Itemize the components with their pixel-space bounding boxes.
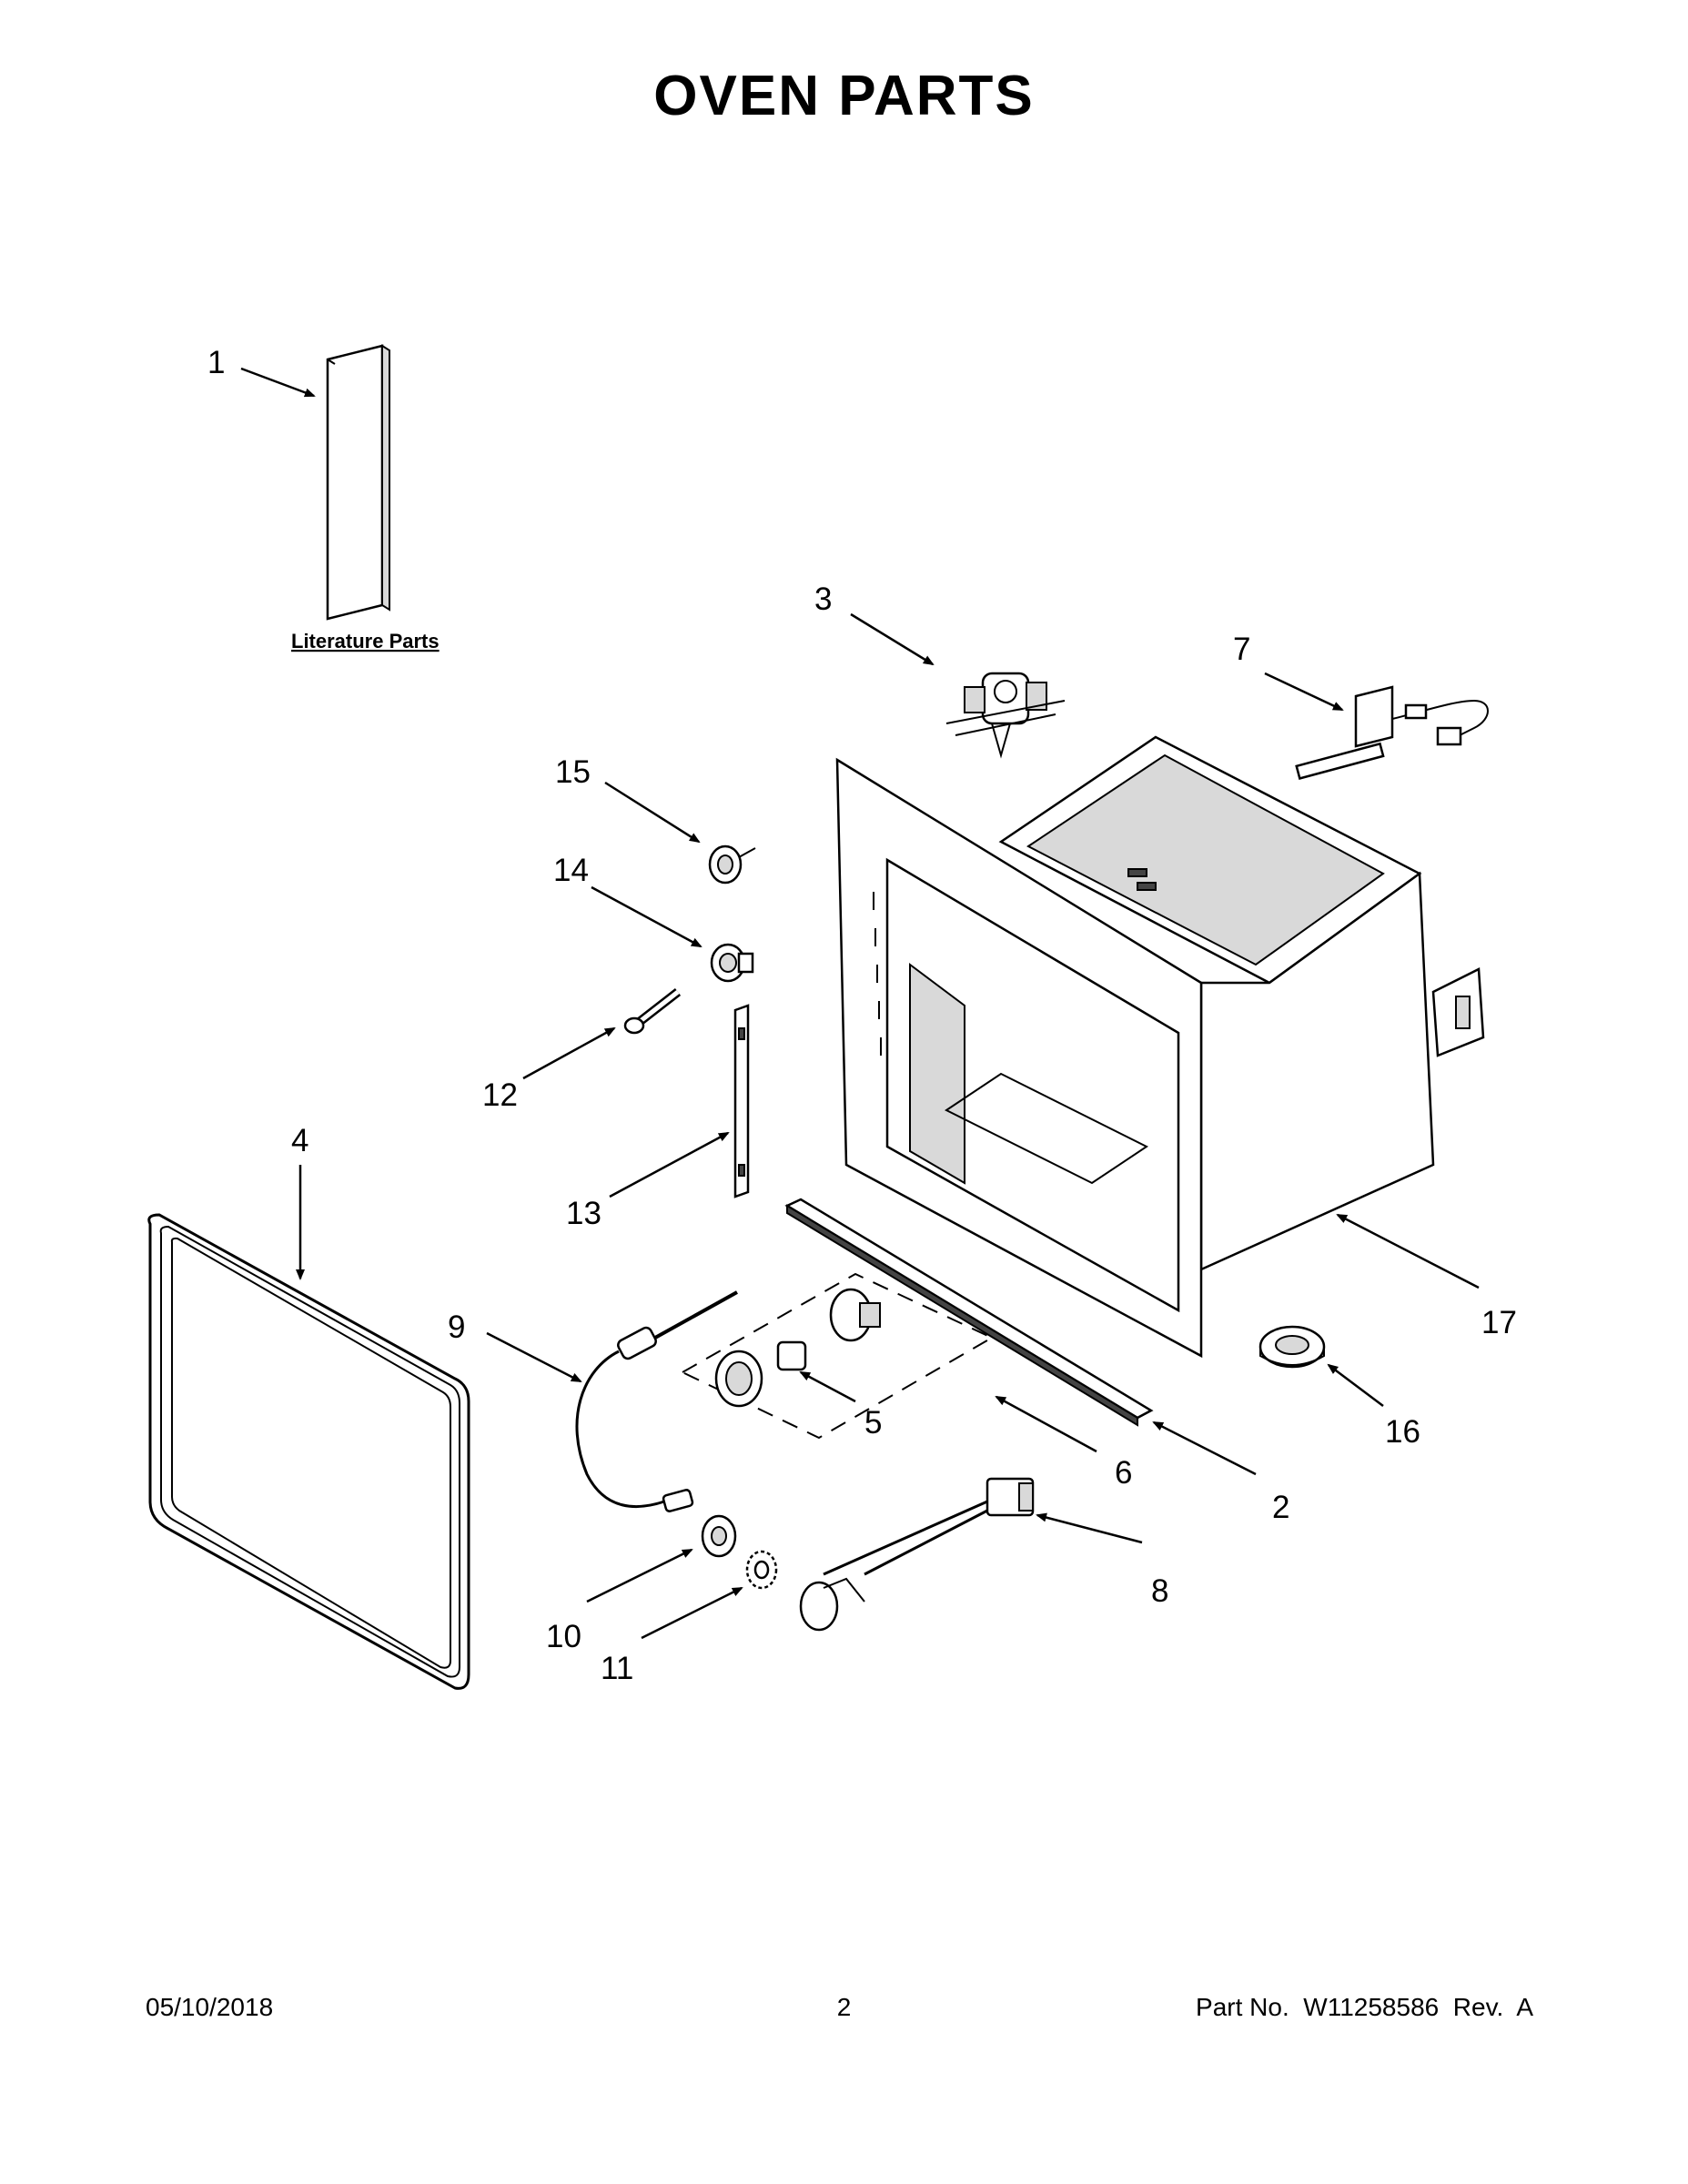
part-4-door-gasket bbox=[147, 1213, 470, 1690]
callout-6: 6 bbox=[1115, 1455, 1132, 1491]
footer-part-number: Part No. W11258586 Rev. A bbox=[1196, 1993, 1533, 2022]
leader-7 bbox=[1264, 672, 1344, 712]
callout-7: 7 bbox=[1233, 632, 1250, 667]
leader-13 bbox=[609, 1131, 730, 1198]
part-11-lock-washer bbox=[745, 1550, 778, 1590]
footer-date: 05/10/2018 bbox=[146, 1993, 274, 2021]
callout-3: 3 bbox=[814, 581, 832, 617]
part-no-value: W11258586 bbox=[1303, 1993, 1440, 2021]
leader-5 bbox=[799, 1370, 856, 1403]
leader-6 bbox=[995, 1395, 1097, 1453]
leader-14 bbox=[591, 885, 702, 948]
leader-1 bbox=[240, 367, 316, 398]
callout-13: 13 bbox=[566, 1196, 601, 1231]
part-12-screw bbox=[623, 988, 682, 1035]
part-8-wire-harness bbox=[799, 1477, 1035, 1632]
callout-2: 2 bbox=[1272, 1490, 1289, 1525]
part-15-grommet bbox=[708, 844, 756, 885]
part-14-bushing bbox=[710, 943, 754, 983]
literature-parts-label: Literature Parts bbox=[291, 630, 440, 652]
part-16-grommet bbox=[1258, 1325, 1326, 1369]
part-7-temperature-sensor bbox=[1295, 685, 1489, 780]
part-2-trim-strip bbox=[784, 1198, 1154, 1427]
callout-9: 9 bbox=[448, 1309, 465, 1345]
leader-16 bbox=[1327, 1363, 1384, 1407]
callout-14: 14 bbox=[553, 853, 589, 888]
callout-16: 16 bbox=[1385, 1414, 1420, 1450]
part-17-oven-cavity bbox=[835, 735, 1485, 1359]
callout-11: 11 bbox=[601, 1651, 633, 1686]
callout-1: 1 bbox=[207, 345, 225, 380]
leader-3 bbox=[850, 612, 935, 666]
callout-8: 8 bbox=[1151, 1573, 1168, 1609]
leader-11 bbox=[641, 1586, 743, 1640]
footer-page-number: 2 bbox=[836, 1993, 852, 2021]
leader-9 bbox=[486, 1331, 582, 1383]
part-13-bracket bbox=[733, 1004, 750, 1198]
part-5-lamp-assembly bbox=[680, 1272, 995, 1440]
callout-12: 12 bbox=[482, 1077, 518, 1113]
leader-15 bbox=[604, 781, 701, 844]
literature-booklet bbox=[326, 344, 390, 621]
leader-8 bbox=[1036, 1512, 1143, 1544]
part-3-switch bbox=[945, 672, 1066, 759]
leader-2 bbox=[1152, 1421, 1257, 1476]
callout-labels: 1 3 7 15 14 12 13 4 9 5 6 2 8 17 16 10 1… bbox=[207, 345, 1517, 1686]
leader-17 bbox=[1336, 1213, 1480, 1289]
callout-5: 5 bbox=[864, 1405, 882, 1441]
leader-10 bbox=[586, 1548, 693, 1603]
leader-lines bbox=[240, 367, 1480, 1640]
page-title: OVEN PARTS bbox=[653, 65, 1035, 127]
part-10-nut bbox=[701, 1514, 737, 1558]
callout-15: 15 bbox=[555, 754, 591, 790]
rev-prefix: Rev. bbox=[1452, 1993, 1504, 2021]
part-9-meat-probe bbox=[575, 1290, 738, 1512]
callout-17: 17 bbox=[1481, 1305, 1517, 1340]
callout-10: 10 bbox=[546, 1619, 581, 1654]
rev-value: A bbox=[1516, 1993, 1533, 2021]
callout-4: 4 bbox=[291, 1123, 308, 1158]
leader-12 bbox=[522, 1026, 616, 1080]
part-no-prefix: Part No. bbox=[1196, 1993, 1289, 2021]
